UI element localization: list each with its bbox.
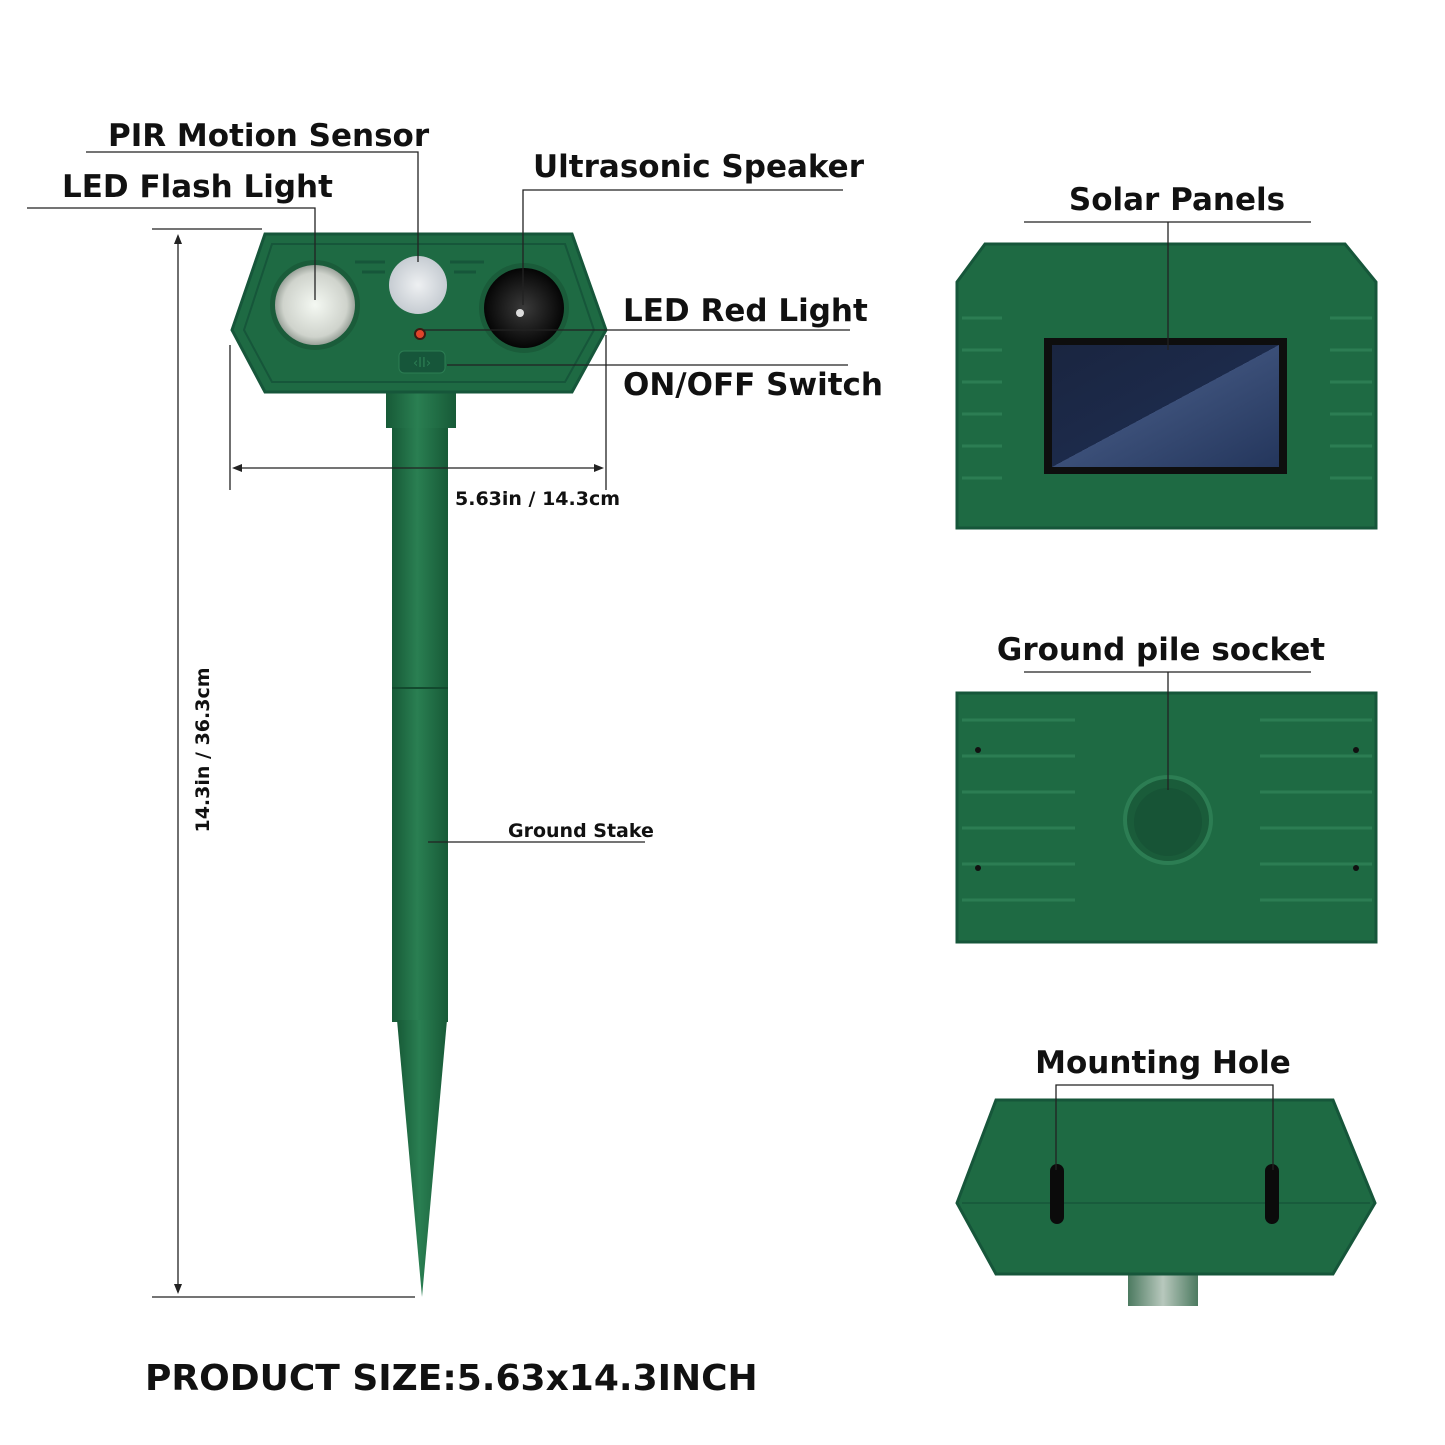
device-back-view	[955, 1098, 1377, 1306]
stake-collar	[386, 392, 456, 428]
device-top-view	[955, 242, 1378, 530]
leader-lines	[27, 151, 850, 1298]
device-front-view: ‹II›	[230, 232, 608, 1297]
height-dimension: 14.3in / 36.3cm	[192, 667, 214, 832]
svg-text:‹II›: ‹II›	[413, 356, 431, 371]
label-ground-stake: Ground Stake	[508, 820, 654, 842]
label-led-flash-light: LED Flash Light	[62, 169, 333, 205]
stake-stub	[1128, 1272, 1198, 1306]
product-size: PRODUCT SIZE:5.63x14.3INCH	[145, 1358, 758, 1399]
label-ultrasonic-speaker: Ultrasonic Speaker	[533, 149, 865, 185]
mounting-hole-left	[1050, 1164, 1064, 1224]
pir-sensor-icon	[389, 256, 447, 314]
label-ground-pile-socket: Ground pile socket	[997, 632, 1325, 668]
width-dimension: 5.63in / 14.3cm	[455, 488, 620, 510]
ground-stake	[392, 392, 448, 1022]
stake-spike	[397, 1020, 447, 1297]
device-bottom-view	[955, 691, 1378, 944]
label-led-red-light: LED Red Light	[623, 293, 868, 329]
on-off-switch[interactable]	[398, 350, 446, 374]
mounting-hole-right	[1265, 1164, 1279, 1224]
label-on-off-switch: ON/OFF Switch	[623, 367, 883, 403]
led-red-light-icon	[414, 328, 426, 340]
label-pir-motion-sensor: PIR Motion Sensor	[108, 118, 430, 154]
vent-lines	[355, 260, 484, 274]
label-mounting-hole: Mounting Hole	[1035, 1045, 1291, 1081]
label-solar-panels: Solar Panels	[1069, 182, 1285, 218]
